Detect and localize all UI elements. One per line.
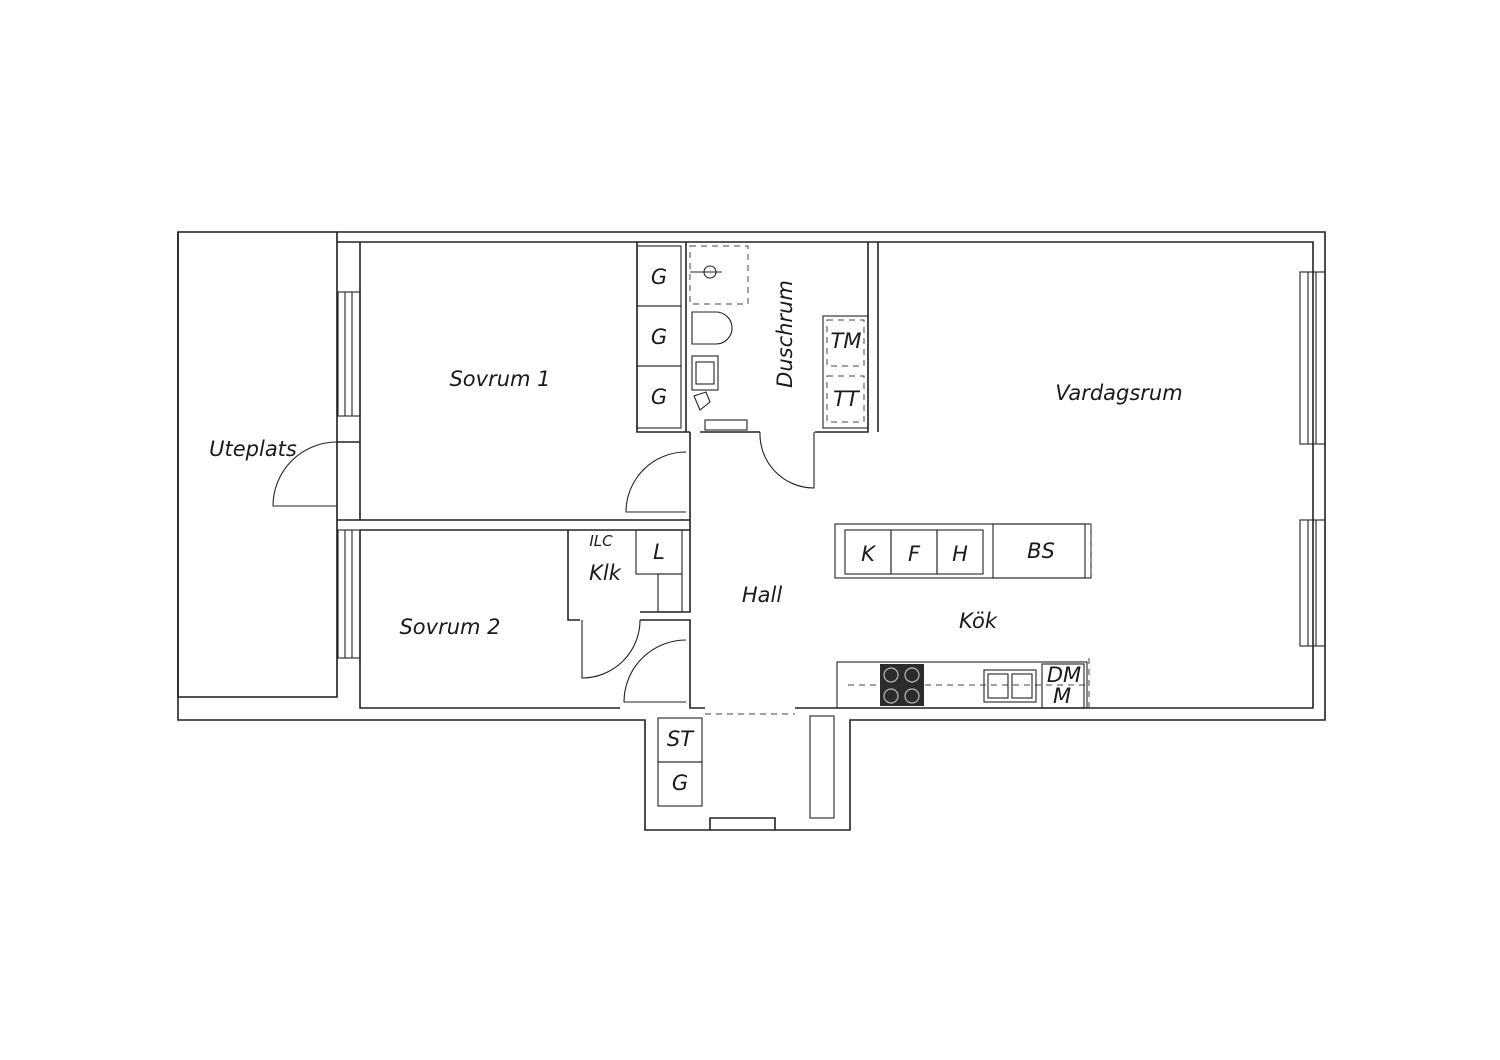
closet-label-g2: G [651,325,667,349]
doors [272,431,815,703]
room-label-hall: Hall [742,583,782,607]
stove-icon [880,664,924,706]
room-label-duschrum: Duschrum [773,280,797,388]
toilet-icon [691,311,733,345]
sink-icon [691,355,719,391]
kitchen-counter [836,658,1090,709]
dryer-label-tt: TT [833,387,861,411]
closet-label-g3: G [651,385,667,409]
linen-label-l: L [653,540,665,564]
room-label-sovrum1: Sovrum 1 [449,367,550,391]
room-label-kok: Kök [959,609,998,633]
kitchen-island [834,523,1092,579]
washer-label-tm: TM [831,329,862,353]
fixture-label-ilc: ILC [589,532,613,550]
microwave-label-m: M [1053,684,1071,708]
dishwasher-label-dm: DM [1047,663,1081,687]
windows [337,271,1326,659]
room-label-klk: Klk [589,561,622,585]
interior-walls [337,242,879,715]
room-label-uteplats: Uteplats [209,437,297,461]
room-label-sovrum2: Sovrum 2 [399,615,500,639]
bidet-icon [693,391,711,411]
patio [177,231,338,698]
bathroom-fixtures [689,245,869,431]
cabinet-label-h: H [952,542,968,566]
sink-icon [983,669,1037,703]
counter-label-bs: BS [1027,539,1055,563]
freezer-label-f: F [908,542,921,566]
room-label-vardagsrum: Vardagsrum [1055,381,1182,405]
closet-label-g4: G [672,771,688,795]
entrance-closets [657,715,835,830]
outer-walls [177,231,1326,831]
closet-label-g1: G [651,265,667,289]
fridge-label-k: K [861,542,877,566]
closet-label-st: ST [667,727,695,751]
